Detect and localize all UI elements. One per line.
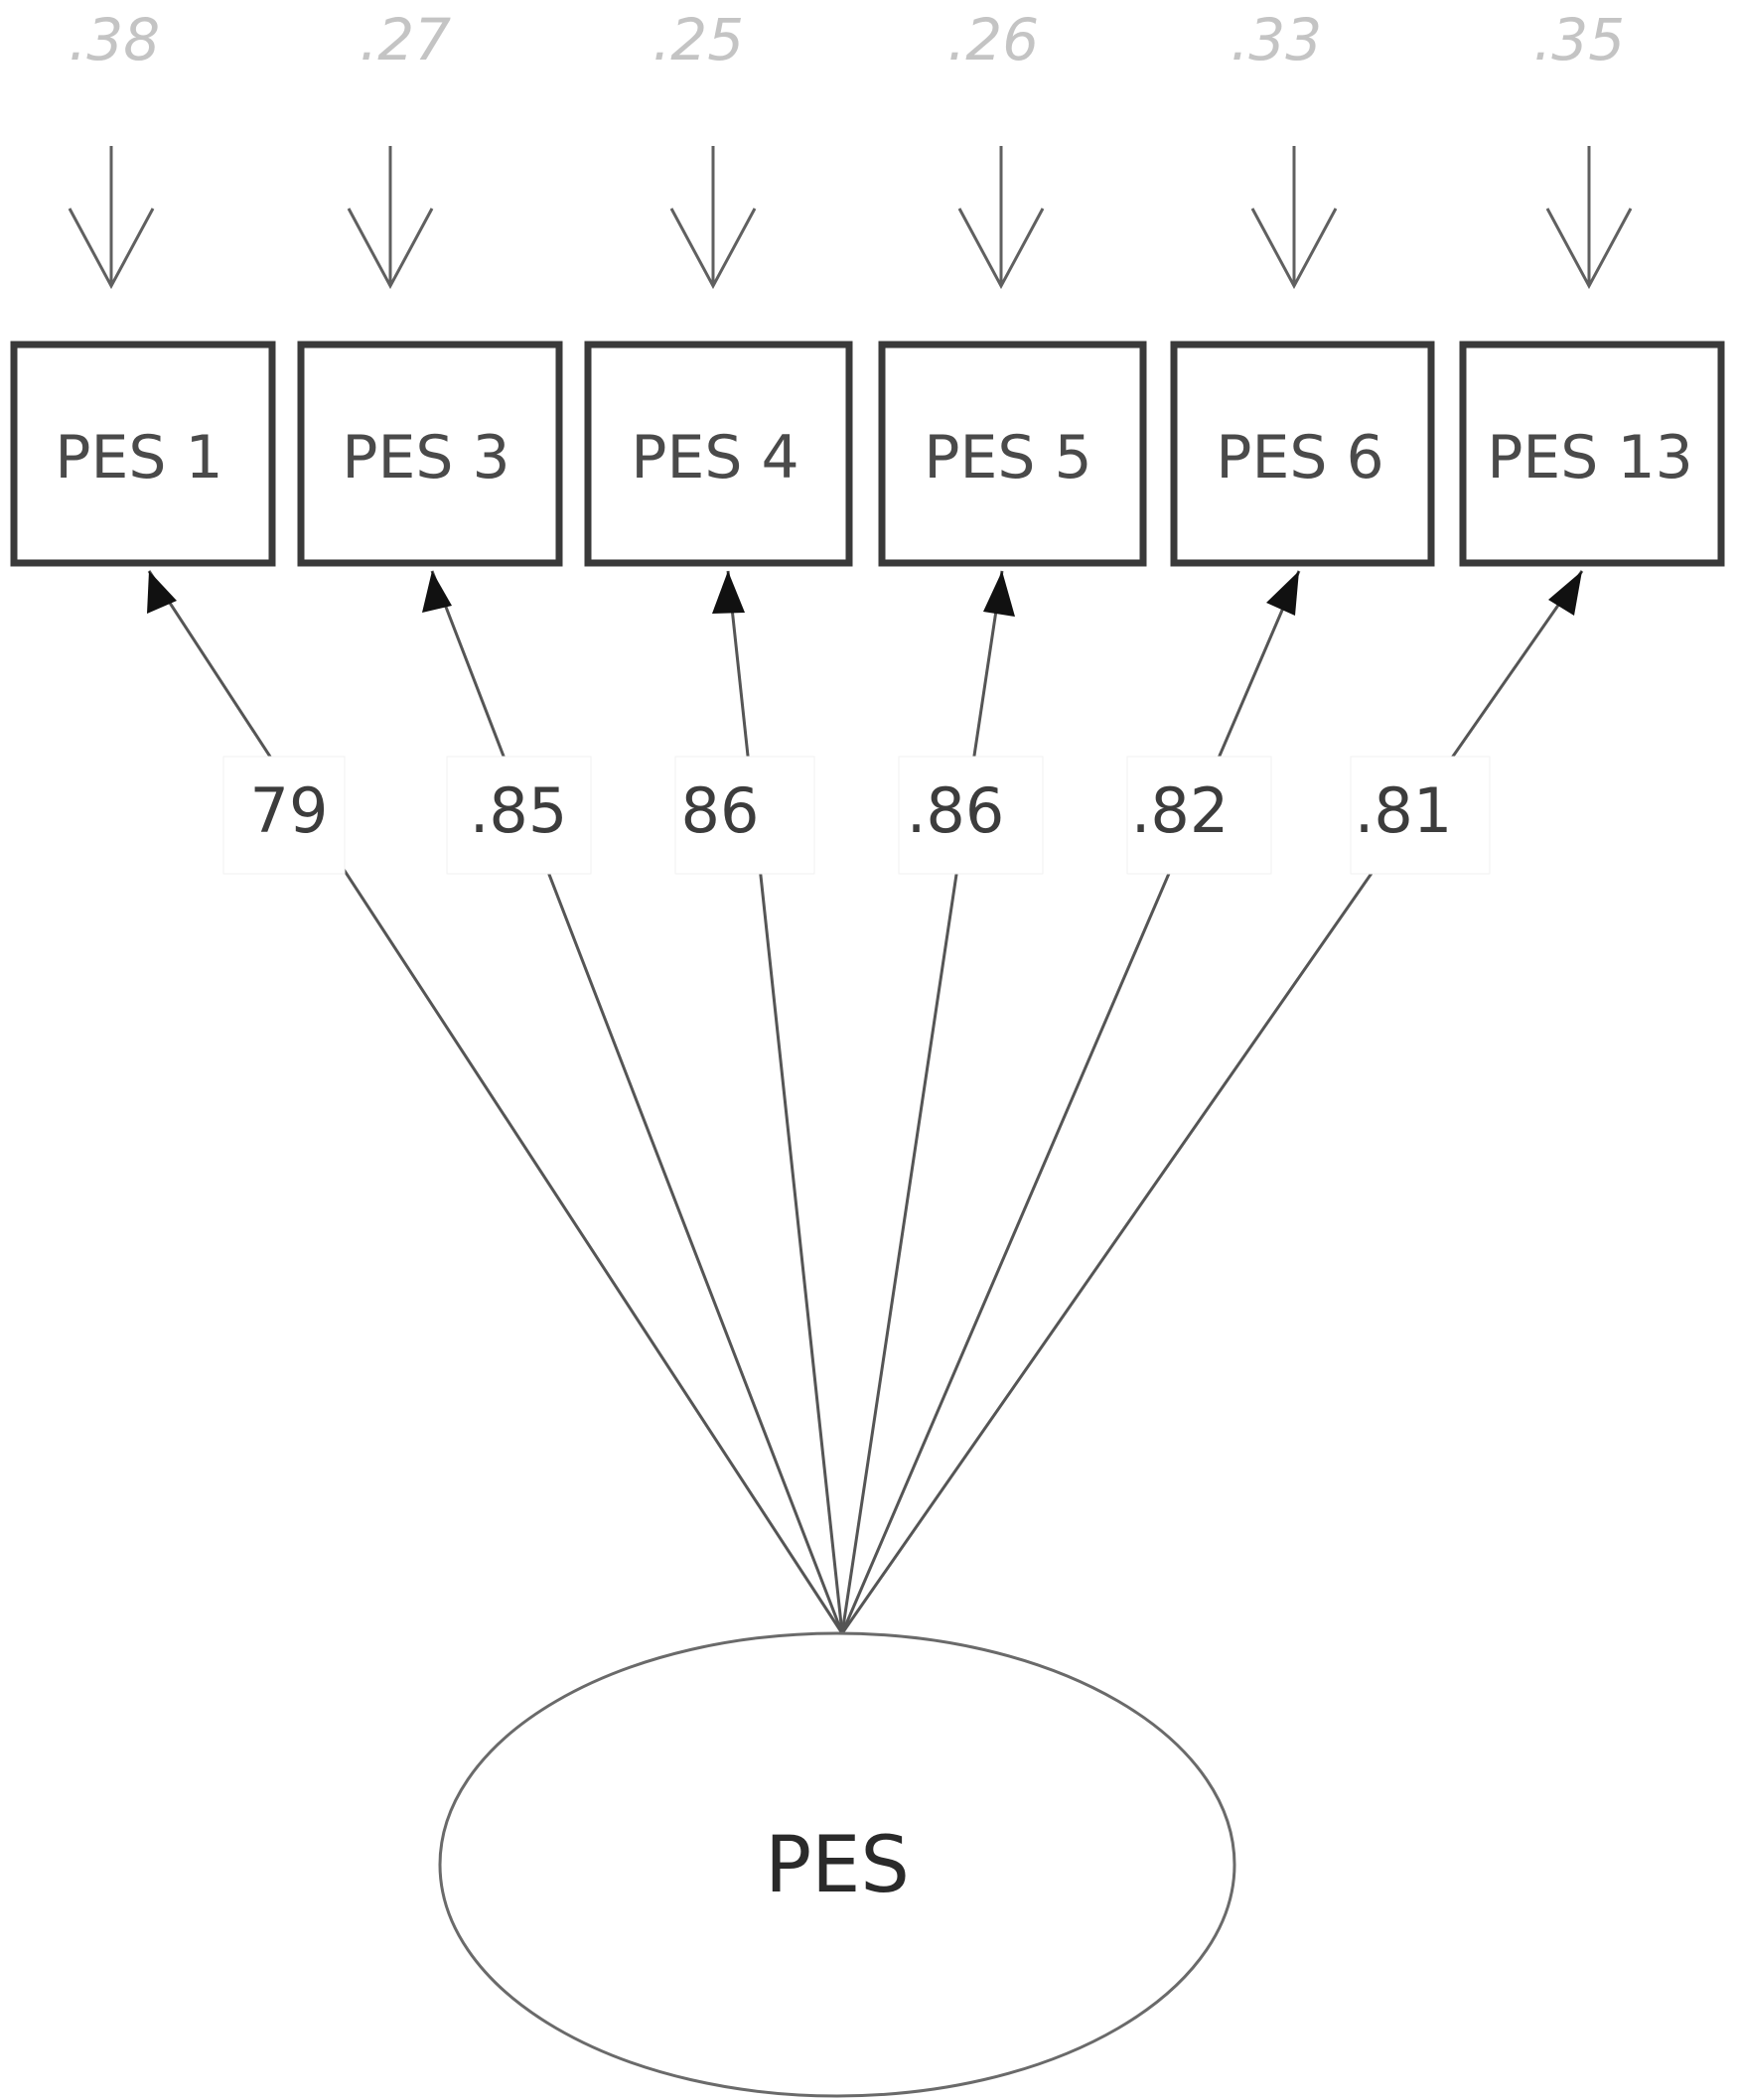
indicator-box-3: PES 4 bbox=[584, 341, 853, 567]
loading-value-5: .82 bbox=[1131, 774, 1230, 847]
error-term-4: .26 bbox=[947, 6, 1045, 290]
indicator-box-6: PES 13 bbox=[1459, 341, 1725, 567]
error-value: .26 bbox=[947, 6, 1039, 73]
error-term-1: .38 bbox=[68, 6, 160, 290]
arrowheads bbox=[147, 571, 1582, 617]
loading-value-6: .81 bbox=[1355, 774, 1453, 847]
error-arrow bbox=[68, 146, 155, 290]
latent-factor: PES bbox=[438, 1631, 1236, 2098]
indicator-box-1: PES 1 bbox=[10, 341, 276, 567]
error-arrow bbox=[1545, 146, 1633, 290]
loading-label-bg bbox=[1126, 756, 1272, 875]
loading-label-bg bbox=[898, 756, 1044, 875]
error-value: .38 bbox=[69, 6, 160, 73]
loading-path-6 bbox=[840, 570, 1584, 1634]
loading-paths bbox=[147, 570, 1584, 1634]
arrowhead-2 bbox=[422, 571, 452, 613]
loading-label-bg bbox=[446, 756, 592, 875]
arrowhead-6 bbox=[1548, 571, 1582, 616]
error-value: .35 bbox=[1533, 6, 1625, 73]
error-term-3: .25 bbox=[652, 6, 757, 290]
indicator-label: PES 3 bbox=[342, 423, 509, 492]
indicator-label: PES 5 bbox=[924, 423, 1091, 492]
loading-path-3 bbox=[726, 570, 844, 1634]
indicator-label: PES 4 bbox=[631, 423, 798, 492]
error-arrow bbox=[669, 146, 757, 290]
error-term-2: .27 bbox=[347, 6, 451, 290]
error-value: .33 bbox=[1231, 6, 1322, 73]
loading-value-3: 86 bbox=[681, 774, 760, 847]
loading-path-1 bbox=[147, 570, 844, 1634]
loading-value-4: .86 bbox=[907, 774, 1005, 847]
loading-path-4 bbox=[840, 570, 1004, 1634]
indicator-label: PES 13 bbox=[1487, 423, 1693, 492]
arrowhead-3 bbox=[712, 571, 745, 614]
error-arrow bbox=[1250, 146, 1338, 290]
arrowhead-4 bbox=[983, 571, 1015, 617]
loading-label-bg bbox=[1350, 756, 1491, 875]
indicator-label: PES 6 bbox=[1216, 423, 1383, 492]
error-arrow bbox=[957, 146, 1045, 290]
indicator-box-2: PES 3 bbox=[297, 341, 563, 567]
indicator-boxes: PES 1 PES 3 PES 4 PES 5 PES 6 PES 13 bbox=[10, 341, 1725, 567]
loading-value-2: .85 bbox=[470, 774, 568, 847]
loading-labels: 79 .85 86 .86 .82 .81 bbox=[222, 756, 1491, 875]
error-term-5: .33 bbox=[1231, 6, 1338, 290]
arrowhead-5 bbox=[1266, 571, 1299, 616]
error-term-6: .35 bbox=[1533, 6, 1633, 290]
indicator-label: PES 1 bbox=[55, 423, 222, 492]
error-arrow bbox=[347, 146, 434, 290]
loading-path-5 bbox=[840, 570, 1301, 1634]
indicator-box-5: PES 6 bbox=[1170, 341, 1435, 567]
arrowhead-1 bbox=[147, 571, 177, 614]
loading-path-2 bbox=[430, 570, 844, 1634]
error-value: .25 bbox=[652, 6, 744, 73]
latent-label: PES bbox=[765, 1821, 910, 1910]
loading-label-bg bbox=[222, 756, 346, 875]
error-value: .27 bbox=[360, 6, 451, 73]
loading-value-1: 79 bbox=[250, 774, 329, 847]
error-terms: .38 .27 .25 .26 .33 .35 bbox=[68, 6, 1633, 290]
indicator-box-4: PES 5 bbox=[878, 341, 1147, 567]
latent-ellipse bbox=[438, 1631, 1236, 2098]
loading-label-bg bbox=[674, 756, 815, 875]
